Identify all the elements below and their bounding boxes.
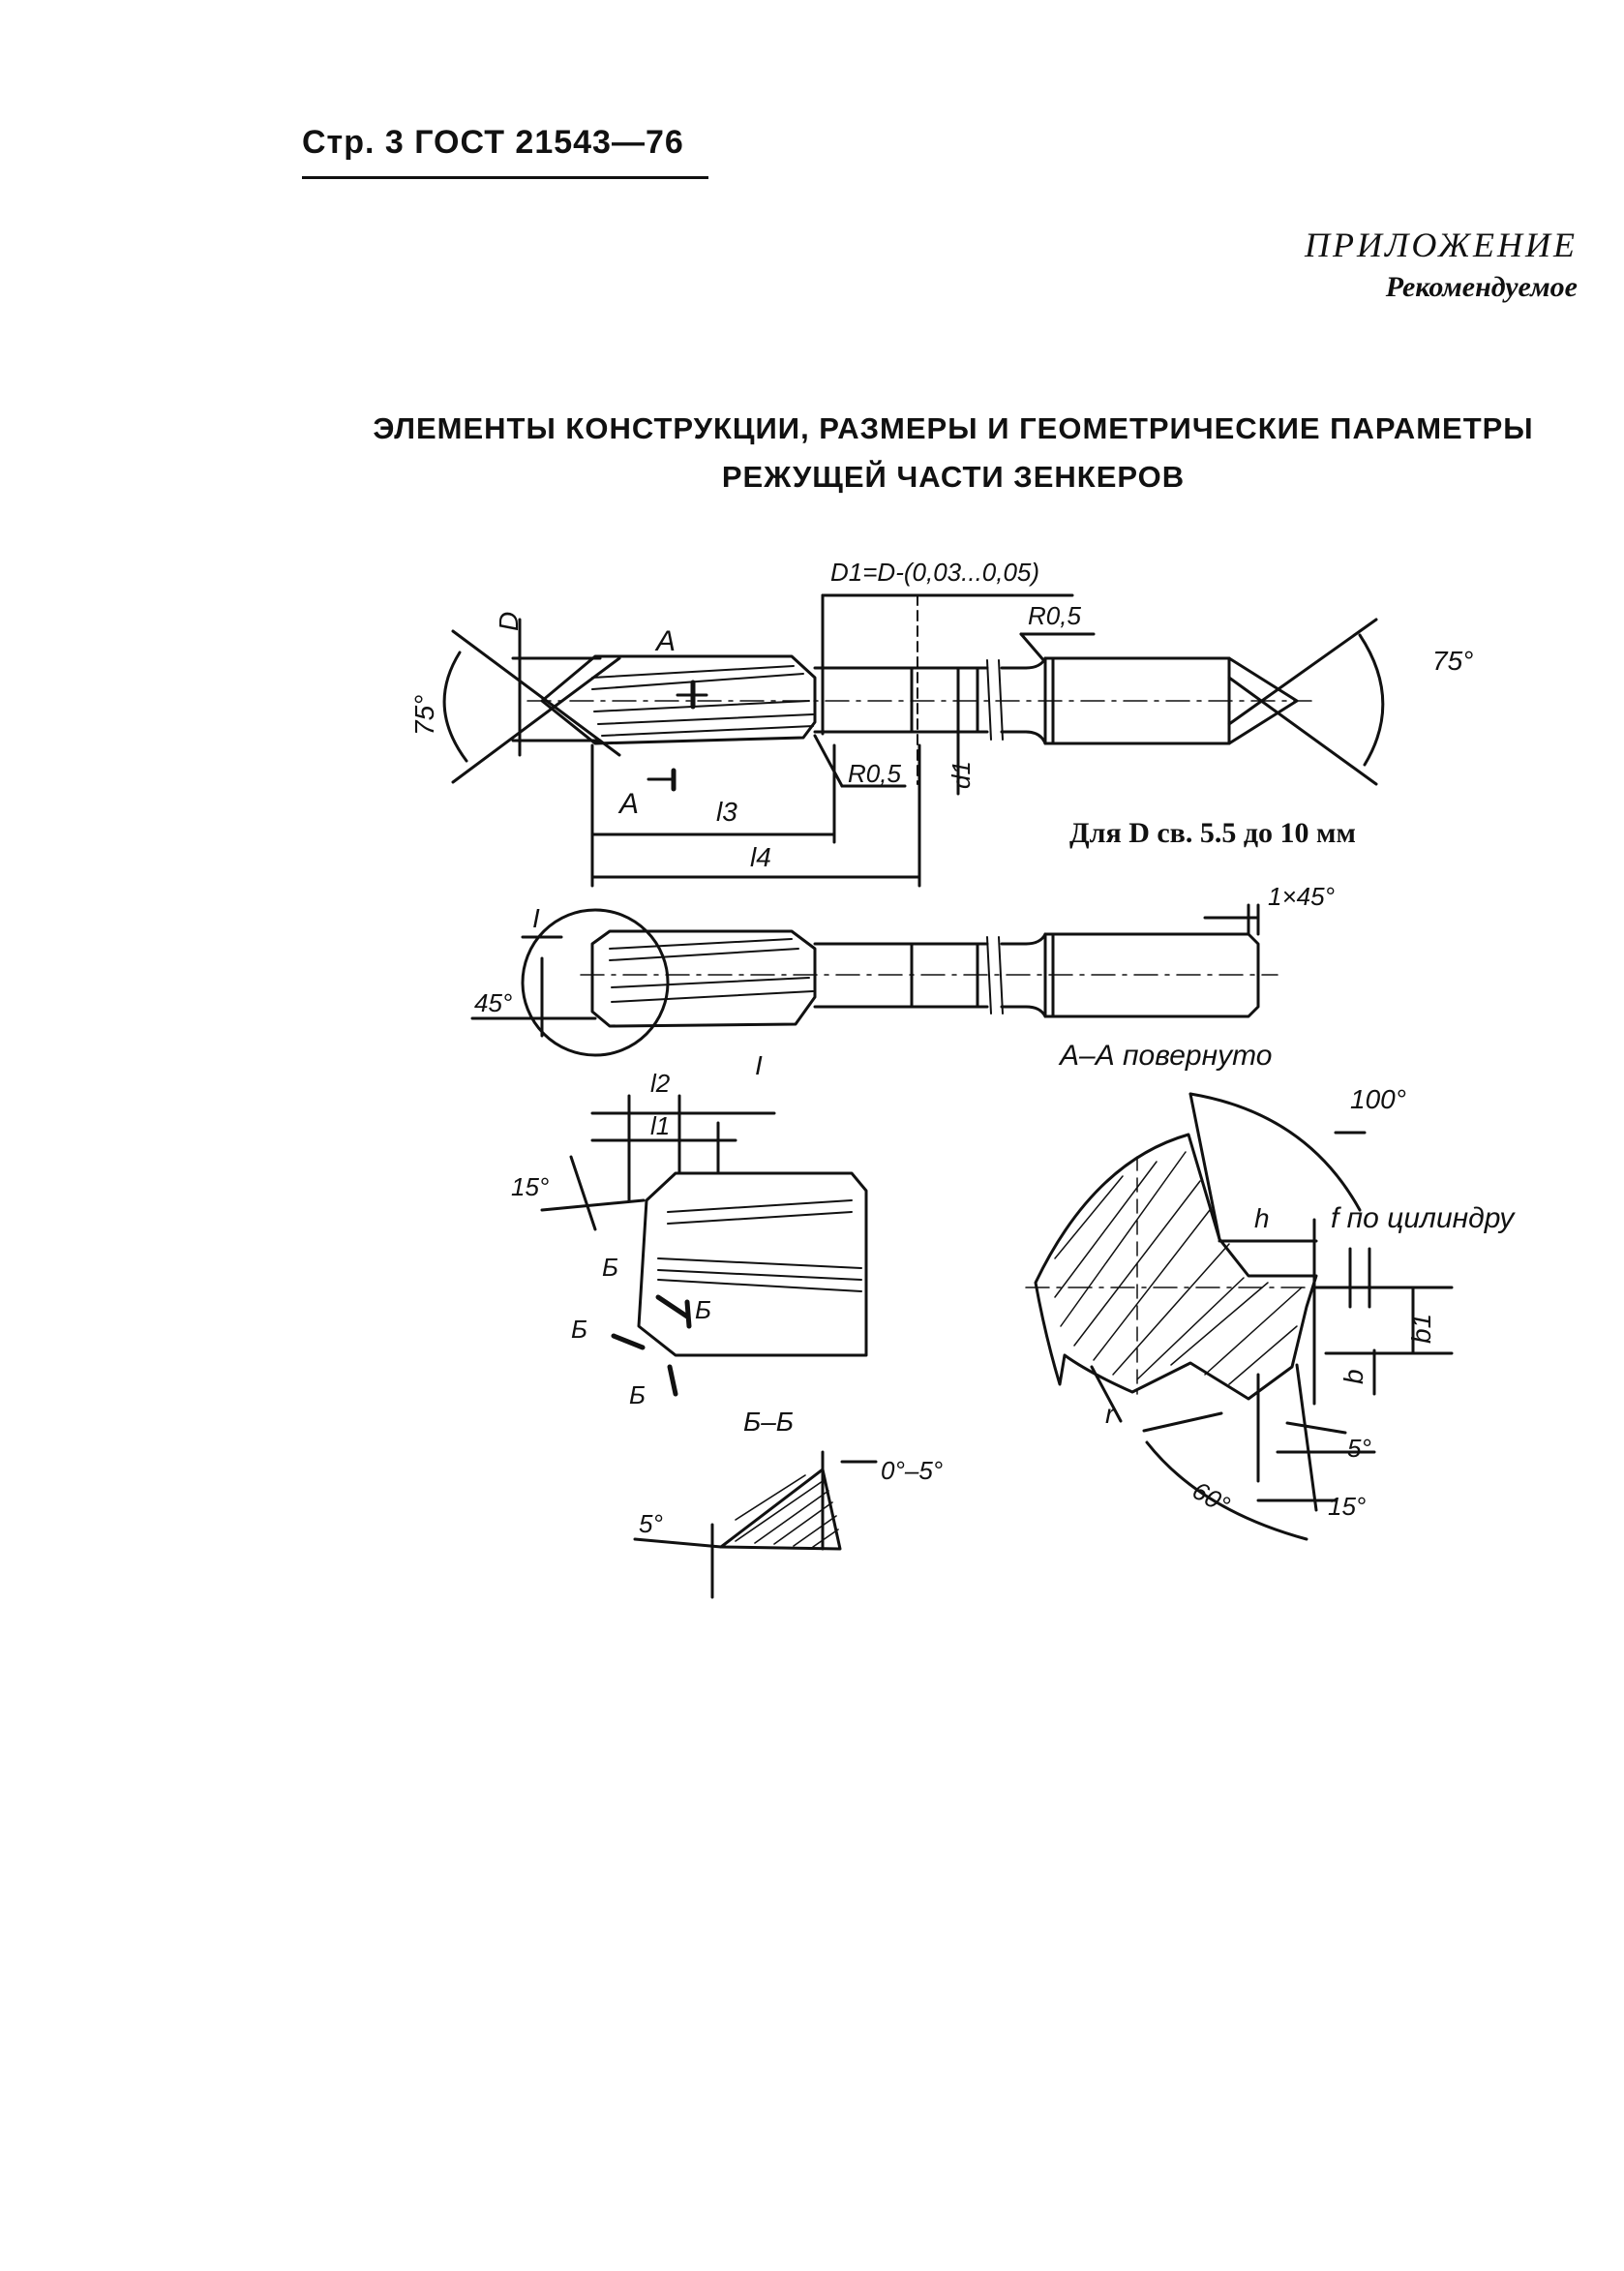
angle-5-bb: 5° bbox=[639, 1509, 663, 1538]
note-diameter-range: Для D св. 5.5 до 10 мм bbox=[1069, 817, 1356, 849]
angle-60: 60° bbox=[1188, 1475, 1235, 1520]
f-cylinder-note: f по цилиндру bbox=[1331, 1202, 1516, 1234]
figure-section-AA bbox=[1025, 1092, 1454, 1541]
angle-5-section: 5° bbox=[1347, 1434, 1371, 1463]
angle-15-section: 15° bbox=[1328, 1492, 1366, 1521]
figure-section-BB bbox=[633, 1450, 878, 1599]
chamfer-label: 1×45° bbox=[1268, 882, 1335, 911]
appendix-label: ПРИЛОЖЕНИЕ Рекомендуемое bbox=[1305, 225, 1578, 304]
figure-variant-view bbox=[470, 903, 1278, 1057]
angle-0-5: 0°–5° bbox=[881, 1456, 943, 1485]
document-title: ЭЛЕМЕНТЫ КОНСТРУКЦИИ, РАЗМЕРЫ И ГЕОМЕТРИ… bbox=[329, 405, 1578, 501]
dim-b1: b1 bbox=[1406, 1314, 1436, 1344]
section-AA-label: А–А повернуто bbox=[1058, 1040, 1272, 1072]
appendix-subtitle: Рекомендуемое bbox=[1385, 271, 1578, 303]
dim-l4: l4 bbox=[750, 842, 771, 872]
label-A-top: A bbox=[654, 625, 676, 657]
dim-l2: l2 bbox=[650, 1069, 671, 1098]
label-B-4: Б bbox=[629, 1380, 646, 1409]
figure-main-view bbox=[442, 593, 1385, 888]
radius-top: R0,5 bbox=[1028, 601, 1081, 630]
label-B-3: Б bbox=[571, 1315, 587, 1344]
dim-l1: l1 bbox=[650, 1111, 670, 1140]
angle-75-right: 75° bbox=[1432, 646, 1473, 676]
header-rule bbox=[302, 176, 708, 179]
dim-l3: l3 bbox=[716, 797, 737, 827]
angle-15-detail: 15° bbox=[511, 1172, 549, 1201]
label-B-1: Б bbox=[602, 1253, 618, 1282]
figure-detail-I bbox=[540, 1094, 868, 1397]
appendix-title: ПРИЛОЖЕНИЕ bbox=[1305, 226, 1578, 264]
page-header: Стр. 3 ГОСТ 21543—76 bbox=[302, 124, 684, 161]
label-B-2: Б bbox=[695, 1295, 711, 1324]
section-BB-label: Б–Б bbox=[743, 1407, 794, 1437]
title-line-1: ЭЛЕМЕНТЫ КОНСТРУКЦИИ, РАЗМЕРЫ И ГЕОМЕТРИ… bbox=[373, 411, 1534, 445]
dim-r: r bbox=[1105, 1399, 1116, 1429]
dim-h: h bbox=[1254, 1203, 1270, 1233]
detail-I-top: I bbox=[532, 903, 540, 933]
formula-d1: D1=D-(0,03...0,05) bbox=[830, 558, 1039, 587]
section-A-label: A bbox=[617, 788, 639, 820]
dim-d1: d1 bbox=[947, 761, 976, 789]
angle-75-left: 75° bbox=[409, 695, 439, 736]
dim-D-label: D bbox=[494, 612, 524, 631]
title-line-2: РЕЖУЩЕЙ ЧАСТИ ЗЕНКЕРОВ bbox=[721, 460, 1186, 494]
angle-100: 100° bbox=[1350, 1084, 1406, 1114]
dim-b: b bbox=[1338, 1369, 1368, 1384]
radius-bottom: R0,5 bbox=[848, 759, 901, 788]
detail-I-bottom: I bbox=[755, 1050, 763, 1080]
angle-45: 45° bbox=[474, 988, 512, 1017]
